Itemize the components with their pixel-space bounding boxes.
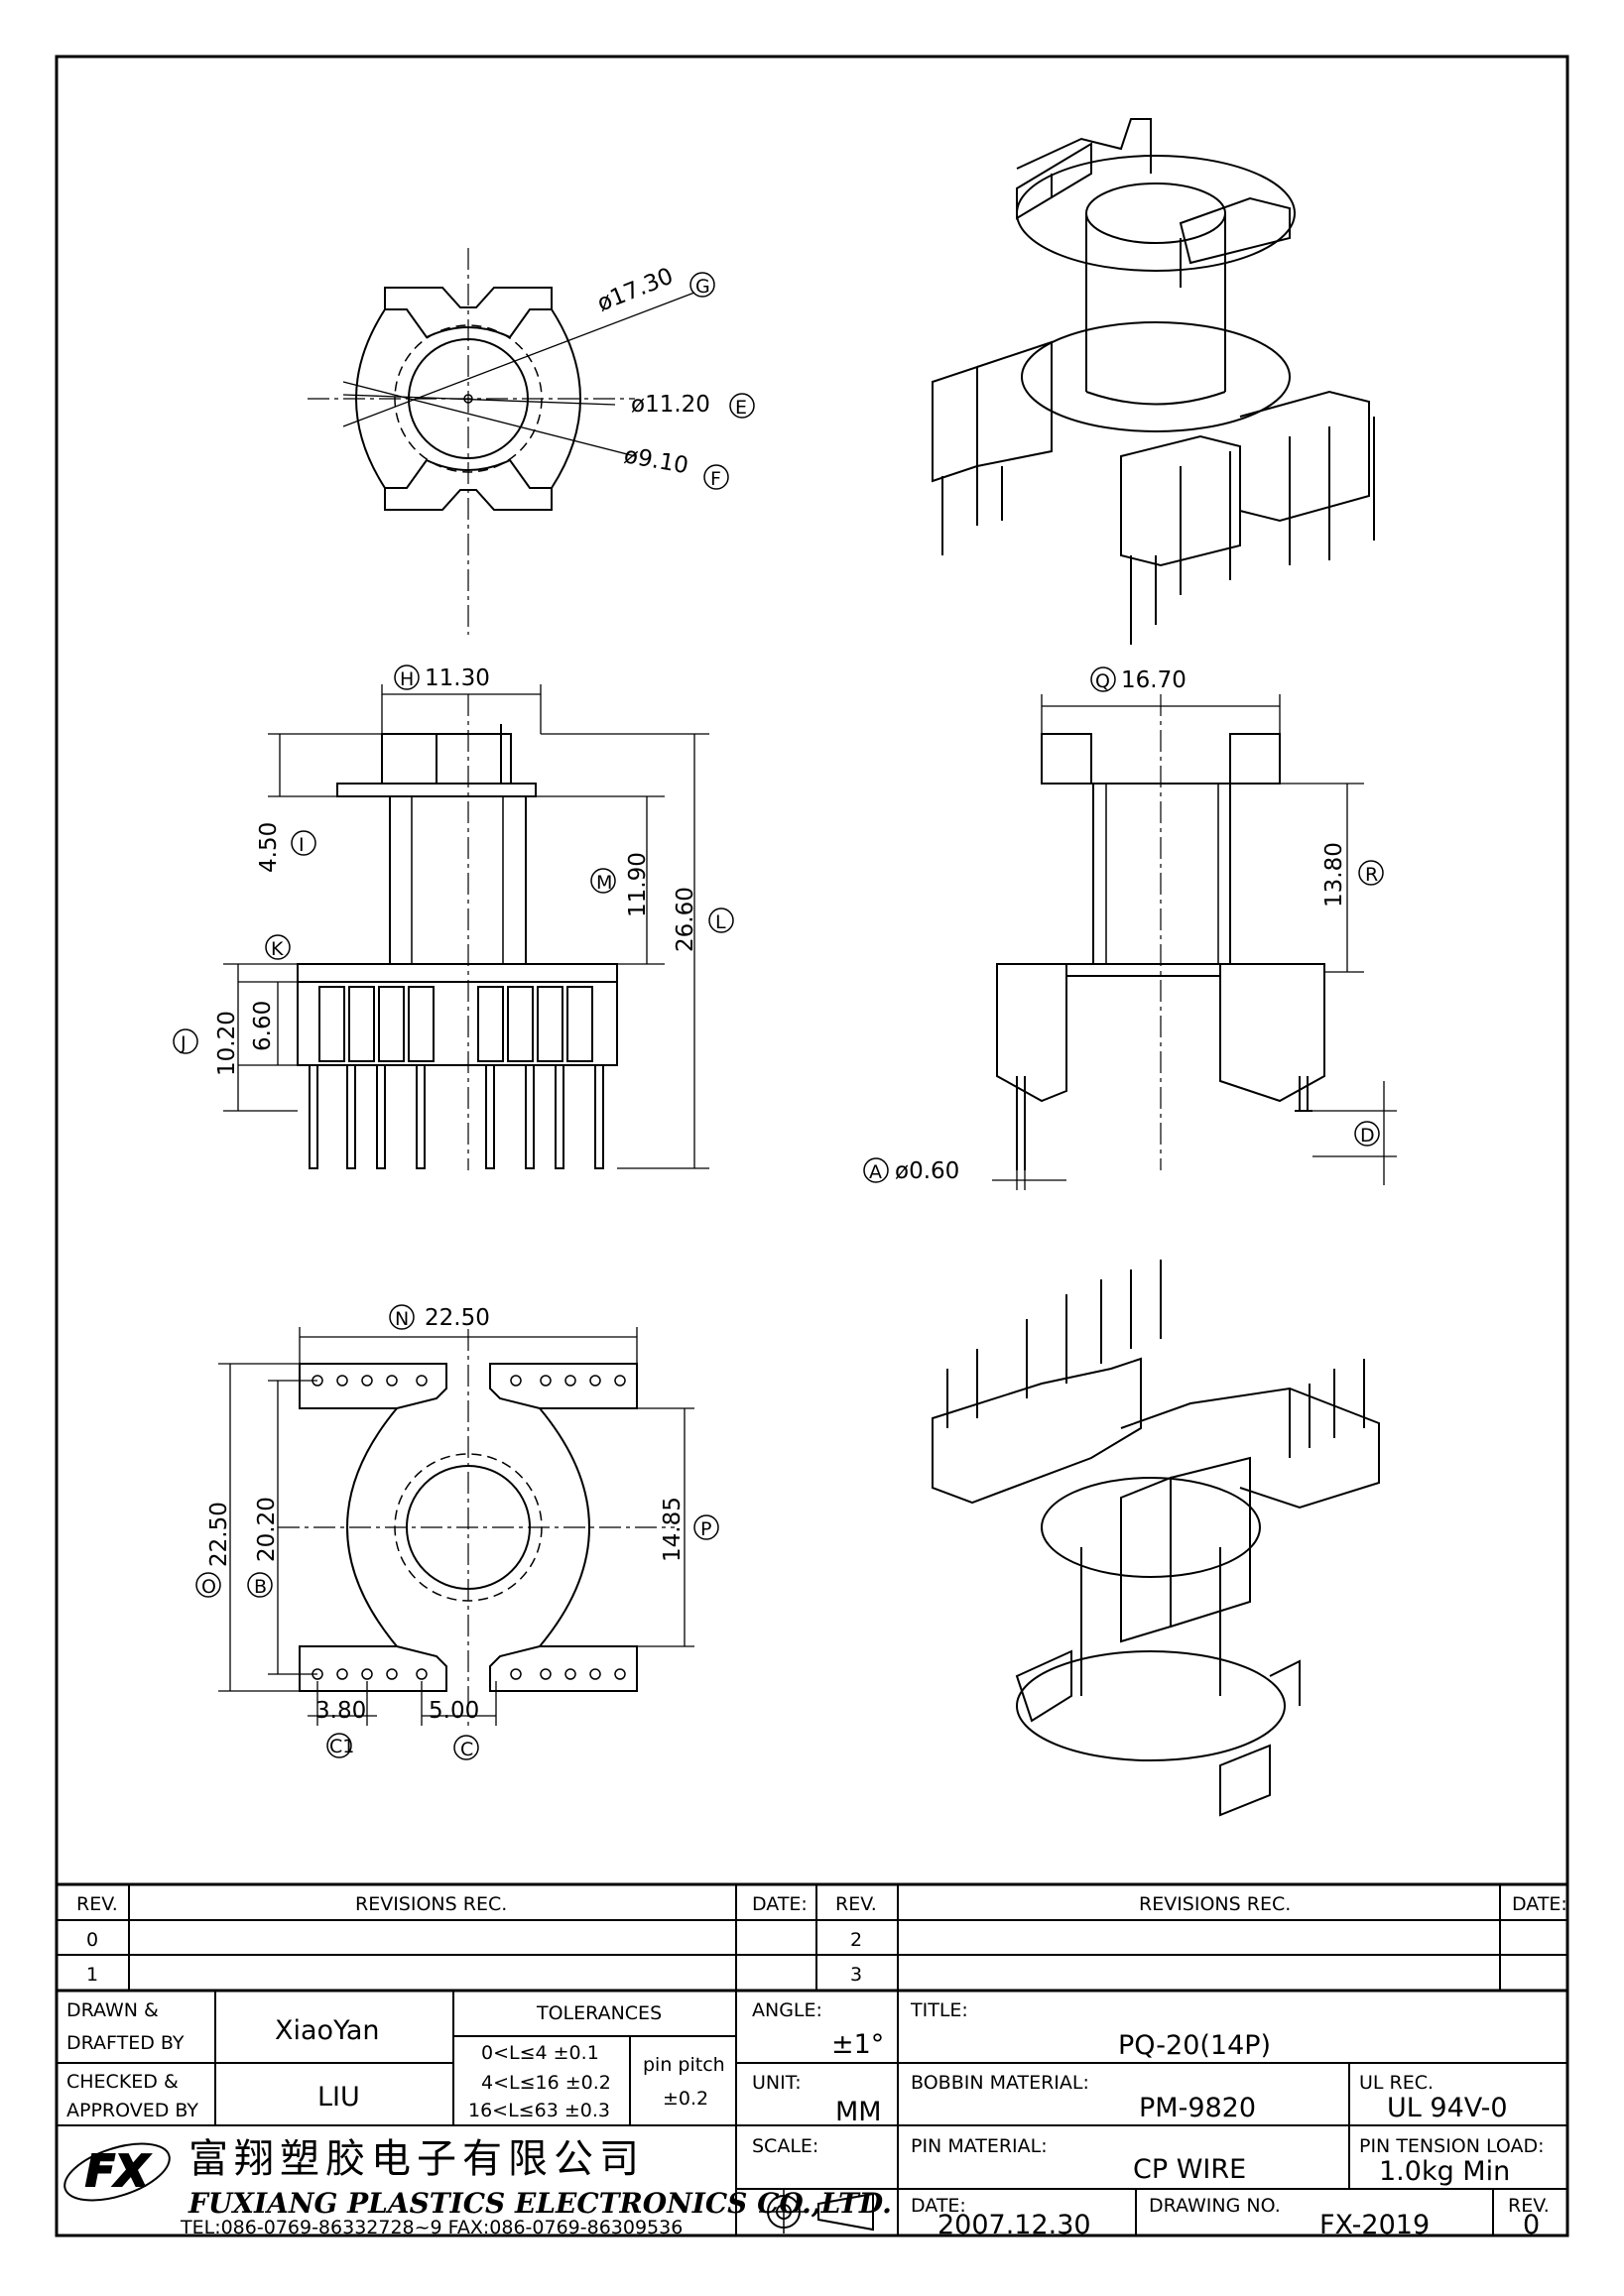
callout-c1-label: C1 (329, 1736, 354, 1757)
dim-e-value: ø11.20 (631, 392, 710, 418)
bobbin-value: PM-9820 (1139, 2093, 1256, 2123)
dim-i-value: 4.50 (256, 822, 282, 873)
tol-row-1: 0<L≤4 ±0.1 (481, 2042, 599, 2064)
tol-row-2: 4<L≤16 ±0.2 (481, 2072, 611, 2094)
callout-b-label: B (254, 1576, 267, 1598)
tension-label: PIN TENSION LOAD: (1359, 2135, 1545, 2157)
rec-header-right: REVISIONS REC. (1139, 1893, 1291, 1915)
drafted-label: DRAFTED BY (66, 2032, 185, 2054)
dim-c-value: 5.00 (429, 1698, 479, 1724)
callout-g-label: G (695, 276, 710, 298)
iso-view-top (932, 118, 1375, 645)
callout-f-label: F (710, 468, 721, 490)
pin-material-value: CP WIRE (1133, 2154, 1246, 2185)
pin-material-label: PIN MATERIAL: (911, 2135, 1048, 2157)
tol-row-3: 16<L≤63 ±0.3 (468, 2100, 610, 2121)
dim-q-value: 16.70 (1121, 667, 1187, 693)
dim-n-value: 22.50 (425, 1305, 490, 1331)
dim-l-value: 26.60 (673, 887, 698, 952)
company-contact: TEL:086-0769-86332728~9 FAX:086-0769-863… (180, 2217, 683, 2238)
sheet-border (55, 55, 1569, 2237)
rev-value: 0 (1523, 2210, 1540, 2240)
callout-m-label: M (596, 872, 612, 894)
iso-view-bottom (932, 1260, 1380, 1817)
callout-j-label: J (180, 1032, 187, 1054)
callout-g (689, 272, 715, 298)
pin-pitch-value: ±0.2 (663, 2088, 708, 2110)
rev-row-2: 2 (850, 1929, 862, 1951)
callout-k-label: K (271, 938, 284, 960)
dim-b-value: 20.20 (254, 1497, 280, 1562)
callout-q-label: Q (1095, 670, 1110, 692)
drawn-label: DRAWN & (66, 1999, 159, 2021)
approved-label: APPROVED BY (66, 2100, 198, 2121)
side-view: Q 16.70 13.80 R D A ø0.60 (863, 666, 1397, 1190)
top-view: ø17.30 G ø11.20 E ø9.10 F (308, 248, 755, 635)
dim-r-value: 13.80 (1321, 842, 1347, 907)
rev-row-1: 1 (86, 1964, 98, 1986)
callout-n-label: N (395, 1308, 409, 1330)
rev-header-right: REV. (835, 1893, 877, 1915)
date-header-left: DATE: (752, 1893, 808, 1915)
projection-symbol (736, 2188, 898, 2234)
rev-row-3: 3 (850, 1964, 862, 1986)
dim-f-value: ø9.10 (622, 442, 690, 479)
callout-l-label: L (715, 911, 726, 933)
callout-e (729, 393, 755, 419)
svg-text:FX: FX (85, 2146, 151, 2197)
dim-m-value: 11.90 (625, 852, 651, 917)
ul-value: UL 94V-0 (1387, 2093, 1508, 2123)
scale-label: SCALE: (752, 2135, 818, 2157)
dim-a-value: ø0.60 (895, 1158, 959, 1184)
angle-value: ±1° (831, 2029, 884, 2060)
dim-j-value: 10.20 (214, 1011, 240, 1076)
callout-o-label: O (201, 1576, 216, 1598)
unit-label: UNIT: (752, 2072, 802, 2094)
callout-d-label: D (1360, 1125, 1375, 1147)
title-block: REV. REVISIONS REC. DATE: REV. REVISIONS… (57, 1882, 1567, 2240)
front-view: H 11.30 4.50 I 11.90 M 26.60 L K 6.60 10… (173, 665, 734, 1170)
company-logo: FX (63, 2142, 171, 2202)
dim-g-value: ø17.30 (594, 264, 678, 317)
dim-c1-value: 3.80 (315, 1698, 366, 1724)
tolerances-label: TOLERANCES (536, 2002, 662, 2024)
date-header-right: DATE: (1512, 1893, 1567, 1915)
rev-label: REV. (1508, 2195, 1550, 2217)
company-name-en: FUXIANG PLASTICS ELECTRONICS CO.,LTD. (187, 2187, 892, 2220)
title-value: PQ-20(14P) (1118, 2030, 1271, 2061)
dim-p-value: 14.85 (660, 1497, 686, 1562)
bottom-view: N 22.50 22.50 O 20.20 B 14.85 P 3.80 C1 … (195, 1304, 719, 1760)
dim-o-value: 22.50 (206, 1502, 232, 1567)
date-value: 2007.12.30 (937, 2210, 1091, 2240)
callout-a-label: A (869, 1161, 882, 1183)
callout-f (703, 464, 729, 490)
checked-value: LIU (317, 2082, 360, 2113)
tension-value: 1.0kg Min (1379, 2156, 1510, 2187)
date-label: DATE: (911, 2195, 966, 2217)
callout-c-label: C (460, 1739, 473, 1760)
bobbin-label: BOBBIN MATERIAL: (911, 2072, 1089, 2094)
title-label: TITLE: (910, 1999, 968, 2021)
callout-e-label: E (735, 397, 747, 419)
callout-p-label: P (700, 1518, 711, 1540)
rec-header-left: REVISIONS REC. (355, 1893, 507, 1915)
drawn-value: XiaoYan (275, 2015, 380, 2046)
company-name-cn: 富翔塑胶电子有限公司 (188, 2136, 645, 2182)
callout-h-label: H (400, 668, 414, 690)
dim-6-value: 6.60 (250, 1001, 276, 1051)
angle-label: ANGLE: (752, 1999, 822, 2021)
rev-row-0: 0 (86, 1929, 98, 1951)
drawing-no-label: DRAWING NO. (1149, 2195, 1281, 2217)
pin-pitch-label: pin pitch (643, 2054, 725, 2076)
rev-header-left: REV. (76, 1893, 118, 1915)
drawing-no-value: FX-2019 (1319, 2210, 1430, 2240)
callout-r-label: R (1365, 864, 1378, 886)
unit-value: MM (835, 2097, 882, 2127)
dim-h-value: 11.30 (425, 665, 490, 691)
checked-label: CHECKED & (66, 2071, 179, 2093)
callout-i-label: I (299, 834, 305, 856)
ul-label: UL REC. (1359, 2072, 1434, 2094)
